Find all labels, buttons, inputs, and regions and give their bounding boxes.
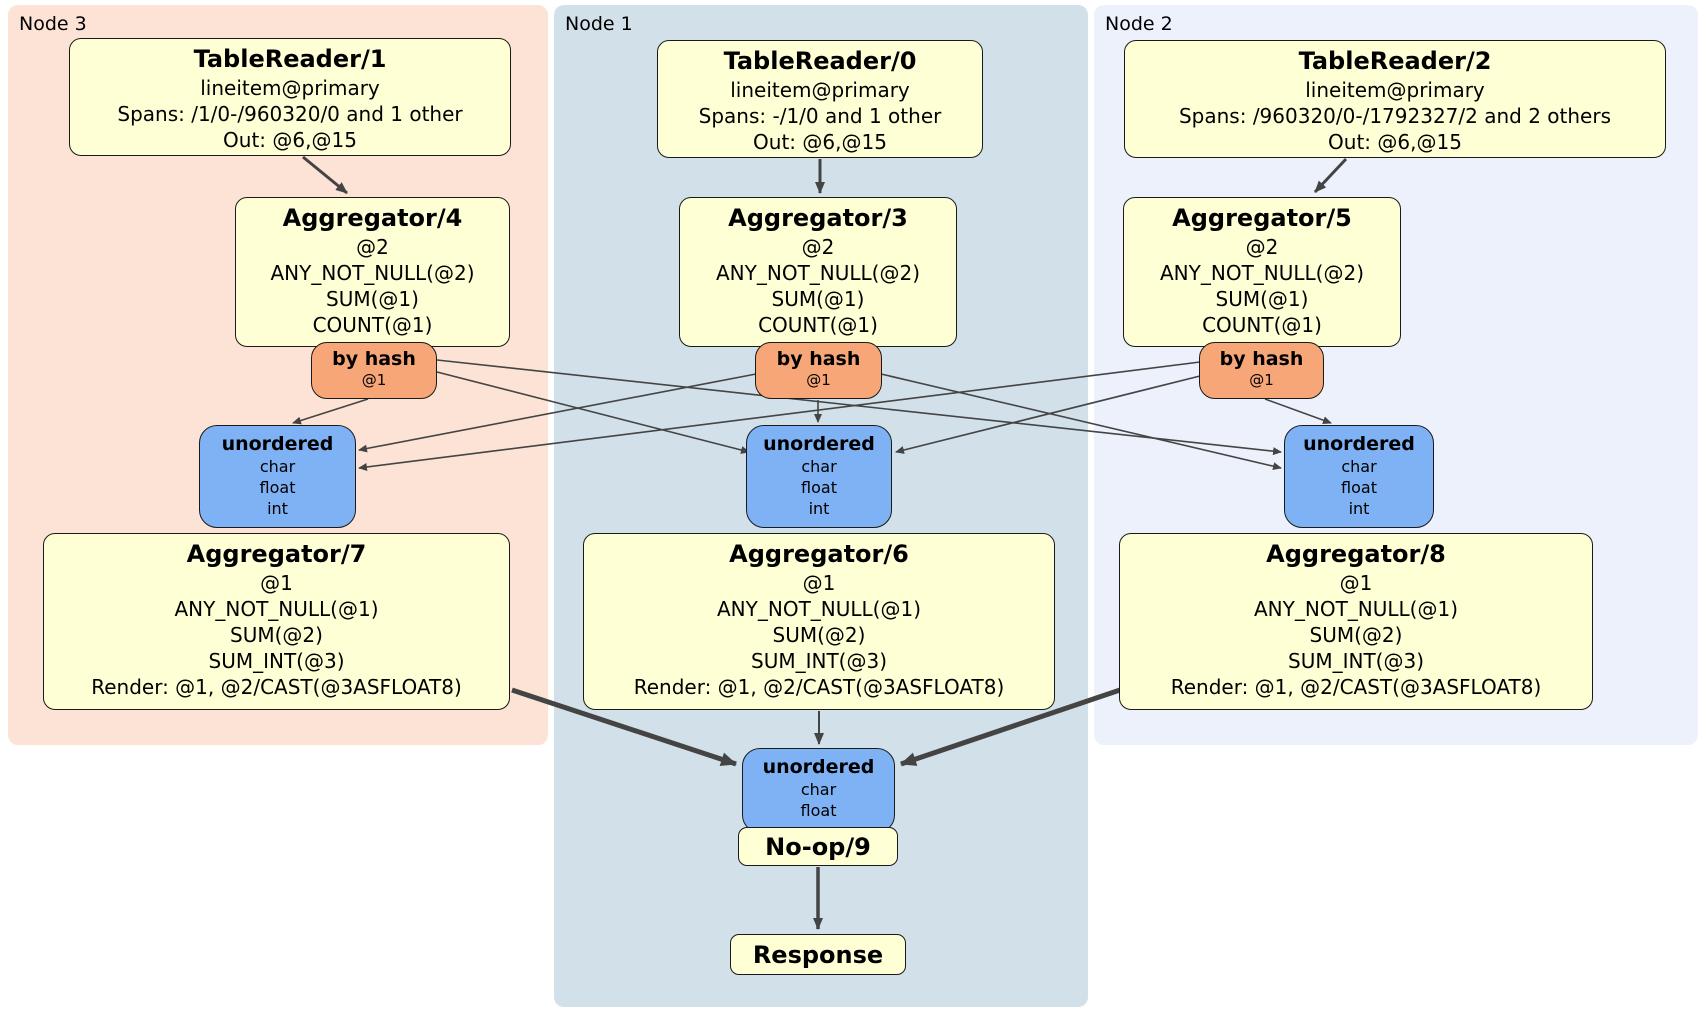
node3-label: Node 3 [19,13,87,35]
noop-9-box: No-op/9 [738,827,898,866]
node2-label: Node 2 [1105,13,1173,35]
edge-byhash3-unordered1 [436,371,750,454]
aggregator-4-title: Aggregator/4 [282,204,463,232]
aggregator-3-box: Aggregator/3 @2 ANY_NOT_NULL(@2) SUM(@1)… [679,197,957,347]
tablereader-1-box: TableReader/1 lineitem@primary Spans: /1… [69,38,511,156]
noop-9-title: No-op/9 [765,832,871,861]
unordered-sync-final-title: unordered [762,756,875,778]
aggregator-3-details: @2 ANY_NOT_NULL(@2) SUM(@1) COUNT(@1) [716,235,920,337]
edge-tablereader2-aggregator5 [1313,157,1348,194]
hash-router-node2-key: @1 [1249,371,1274,389]
aggregator-7-details: @1 ANY_NOT_NULL(@1) SUM(@2) SUM_INT(@3) … [91,571,462,699]
hash-router-node3: by hash @1 [311,342,437,399]
tablereader-0-details: lineitem@primary Spans: -/1/0 and 1 othe… [698,78,942,154]
tablereader-2-details: lineitem@primary Spans: /960320/0-/17923… [1178,78,1611,154]
tablereader-1-details: lineitem@primary Spans: /1/0-/960320/0 a… [117,76,463,152]
edge-aggregator7-unordered-final [511,687,737,767]
tablereader-2-box: TableReader/2 lineitem@primary Spans: /9… [1124,40,1666,158]
tablereader-0-title: TableReader/0 [723,47,917,75]
hash-router-node3-title: by hash [332,348,416,370]
aggregator-5-title: Aggregator/5 [1172,204,1352,232]
response-box: Response [730,934,906,975]
aggregator-4-box: Aggregator/4 @2 ANY_NOT_NULL(@2) SUM(@1)… [235,197,510,347]
aggregator-7-box: Aggregator/7 @1 ANY_NOT_NULL(@1) SUM(@2)… [43,533,510,710]
aggregator-4-details: @2 ANY_NOT_NULL(@2) SUM(@1) COUNT(@1) [270,235,475,337]
tablereader-0-box: TableReader/0 lineitem@primary Spans: -/… [657,40,983,158]
aggregator-8-box: Aggregator/8 @1 ANY_NOT_NULL(@1) SUM(@2)… [1119,533,1593,710]
unordered-sync-node3-title: unordered [221,433,334,455]
aggregator-3-title: Aggregator/3 [728,204,908,232]
edge-byhash3-unordered2 [436,359,1282,456]
unordered-sync-node1: unordered char float int [746,425,892,528]
aggregator-6-title: Aggregator/6 [729,540,909,568]
hash-router-node2-title: by hash [1219,348,1304,370]
tablereader-2-title: TableReader/2 [1298,47,1492,75]
hash-router-node2: by hash @1 [1199,342,1324,399]
aggregator-6-details: @1 ANY_NOT_NULL(@1) SUM(@2) SUM_INT(@3) … [633,571,1005,699]
edge-byhash2-unordered3 [358,361,1201,471]
unordered-sync-node1-columns: char float int [801,457,837,518]
edge-tablereader1-aggregator4 [302,155,348,195]
aggregator-7-title: Aggregator/7 [186,540,367,568]
unordered-sync-node3-columns: char float int [259,457,296,518]
aggregator-6-box: Aggregator/6 @1 ANY_NOT_NULL(@1) SUM(@2)… [583,533,1055,710]
unordered-sync-node2-title: unordered [1303,433,1415,455]
tablereader-1-title: TableReader/1 [193,45,387,73]
edge-byhash1-unordered2 [880,373,1282,471]
unordered-sync-node2-columns: char float int [1341,457,1377,518]
hash-router-node1-title: by hash [776,348,861,370]
response-title: Response [752,940,884,969]
aggregator-5-details: @2 ANY_NOT_NULL(@2) SUM(@1) COUNT(@1) [1160,235,1364,337]
hash-router-node3-key: @1 [361,371,387,389]
node1-label: Node 1 [565,13,633,35]
unordered-sync-node2: unordered char float int [1284,425,1434,528]
edge-byhash3-unordered3 [292,398,369,425]
unordered-sync-node3: unordered char float int [199,425,356,528]
aggregator-5-box: Aggregator/5 @2 ANY_NOT_NULL(@2) SUM(@1)… [1123,197,1401,347]
hash-router-node1-key: @1 [806,371,831,389]
hash-router-node1: by hash @1 [755,342,882,399]
edge-byhash2-unordered1 [895,375,1201,454]
edge-aggregator8-unordered-final [900,687,1121,767]
edge-byhash2-unordered2 [1264,398,1332,425]
aggregator-8-title: Aggregator/8 [1266,540,1446,568]
unordered-sync-node1-title: unordered [763,433,875,455]
unordered-sync-final-columns: char float [800,780,837,820]
aggregator-8-details: @1 ANY_NOT_NULL(@1) SUM(@2) SUM_INT(@3) … [1170,571,1542,699]
edge-byhash1-unordered3 [358,373,757,453]
unordered-sync-final: unordered char float [742,748,895,833]
